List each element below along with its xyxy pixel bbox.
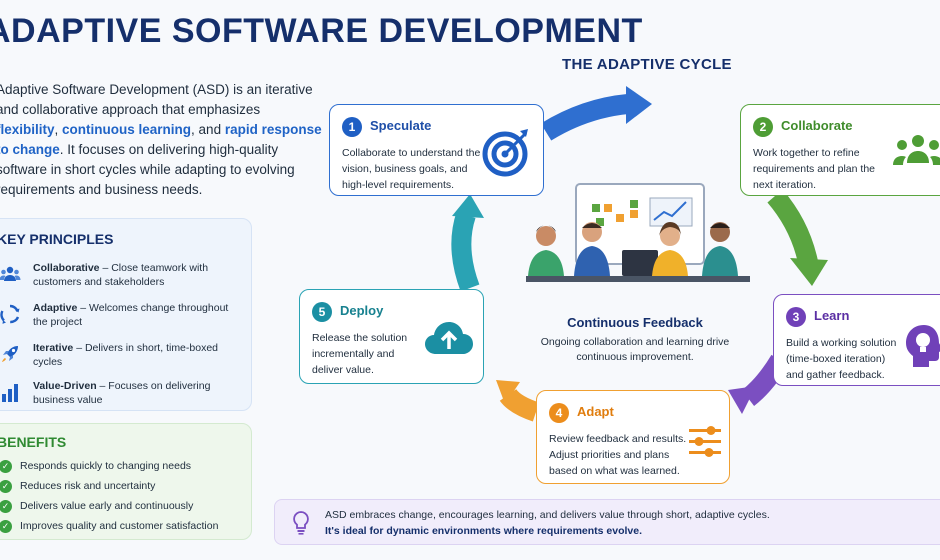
arrow-head-blue [626, 86, 652, 124]
intro-paragraph: Adaptive Software Development (ASD) is a… [0, 82, 322, 197]
lightbulb-icon [291, 511, 311, 535]
principle-name: Collaborative [33, 262, 100, 274]
stage-title: Speculate [370, 118, 432, 133]
arrow-collaborate-learn [767, 189, 818, 265]
stage-description: Work together to refine requirements and… [753, 147, 875, 191]
arrow-adapt-deploy [499, 388, 540, 422]
principle-value-driven: Value-Driven – Focuses on delivering bus… [0, 379, 249, 411]
stage-title: Deploy [340, 303, 384, 318]
stage-number: 4 [549, 403, 569, 423]
principle-collaborative: Collaborative – Close teamwork with cust… [0, 261, 249, 293]
check-icon: ✓ [0, 460, 12, 473]
stage-description: Review feedback and results. Adjust prio… [549, 433, 687, 477]
benefit-item: ✓ Responds quickly to changing needs [0, 459, 244, 475]
arrow-head-teal [452, 194, 484, 218]
group-icon [893, 133, 940, 169]
footer-line-2: It's ideal for dynamic environments wher… [325, 525, 643, 537]
principle-name: Adaptive [33, 302, 78, 314]
arrow-speculate-collaborate [540, 94, 630, 141]
footer-line-1: ASD embraces change, encourages learning… [325, 509, 770, 521]
arrow-head-purple [728, 386, 756, 414]
center-title: Continuous Feedback [567, 315, 703, 330]
check-icon: ✓ [0, 520, 12, 533]
principle-iterative: Iterative – Delivers in short, time-boxe… [0, 341, 249, 373]
stage-description: Collaborate to understand the vision, bu… [342, 147, 481, 191]
team-illustration [520, 180, 756, 302]
arrow-deploy-speculate [451, 211, 480, 292]
benefit-item: ✓ Delivers value early and continuously [0, 499, 244, 515]
stage-deploy: 5 Deploy Release the solution incrementa… [299, 289, 484, 384]
page-title: ADAPTIVE SOFTWARE DEVELOPMENT [0, 12, 643, 50]
benefits-title: BENEFITS [0, 434, 67, 450]
benefits-panel: BENEFITS ✓ Responds quickly to changing … [0, 423, 252, 540]
check-icon: ✓ [0, 500, 12, 513]
stage-title: Learn [814, 308, 850, 323]
principle-desc: – Delivers in short, time-boxed cycles [33, 342, 219, 368]
cycle-icon [0, 303, 21, 325]
stage-number: 1 [342, 117, 362, 137]
stage-title: Adapt [577, 404, 614, 419]
stage-adapt: 4 Adapt Review feedback and results. Adj… [536, 390, 730, 484]
summary-footer: ASD embraces change, encourages learning… [274, 499, 940, 545]
team-icon [0, 263, 21, 285]
sliders-icon [687, 423, 723, 459]
stage-collaborate: 2 Collaborate Work together to refine re… [740, 104, 940, 196]
stage-number: 3 [786, 307, 806, 327]
principle-desc: – Close teamwork with customers and stak… [33, 262, 209, 288]
cloud-upload-icon [424, 320, 474, 356]
principle-desc: – Focuses on delivering business value [33, 380, 211, 406]
rocket-icon [0, 343, 21, 365]
stage-description: Release the solution incrementally and d… [312, 332, 408, 376]
stage-description: Build a working solution (time-boxed ite… [786, 337, 897, 381]
principle-name: Iterative [33, 342, 74, 354]
arrow-head-orange [496, 380, 520, 404]
benefit-item: ✓ Improves quality and customer satisfac… [0, 519, 244, 535]
benefit-item: ✓ Reduces risk and uncertainty [0, 479, 244, 495]
stage-title: Collaborate [781, 118, 853, 133]
bar-chart-icon [0, 381, 21, 403]
check-icon: ✓ [0, 480, 12, 493]
arrow-head-green [790, 258, 828, 286]
stage-number: 2 [753, 117, 773, 137]
stage-speculate: 1 Speculate Collaborate to understand th… [329, 104, 544, 196]
principle-desc: – Welcomes change throughout the project [33, 302, 229, 328]
principle-adaptive: Adaptive – Welcomes change throughout th… [0, 301, 249, 333]
stage-learn: 3 Learn Build a working solution (time-b… [773, 294, 940, 386]
stage-number: 5 [312, 302, 332, 322]
target-icon [482, 127, 532, 177]
lightbulb-head-icon [904, 323, 940, 369]
cycle-title: THE ADAPTIVE CYCLE [562, 56, 732, 73]
key-principles-panel: KEY PRINCIPLES Collaborative – Close tea… [0, 218, 252, 411]
center-description: Ongoing collaboration and learning drive… [540, 336, 730, 363]
principle-name: Value-Driven [33, 380, 97, 392]
key-principles-title: KEY PRINCIPLES [0, 231, 114, 247]
